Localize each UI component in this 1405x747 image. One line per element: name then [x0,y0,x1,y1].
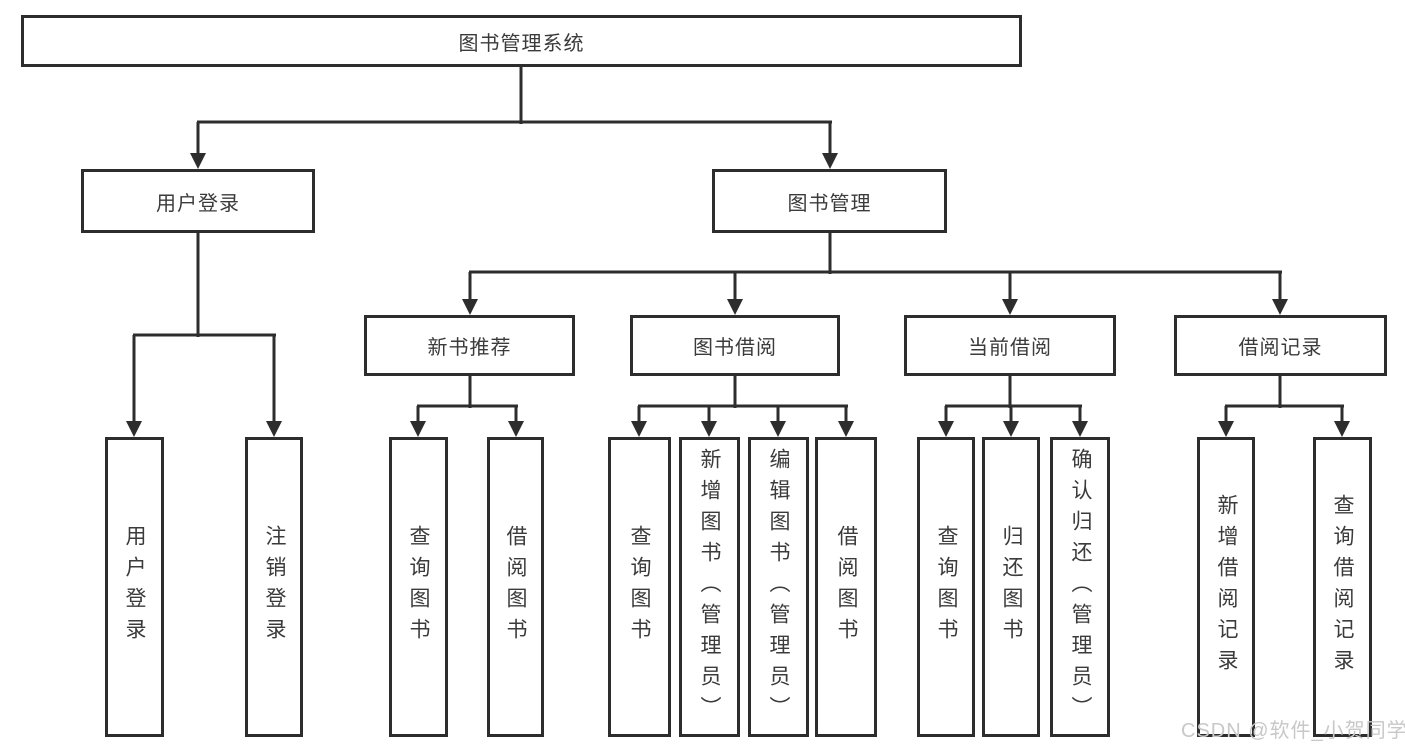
node-new-book-rec: 新书推荐 [364,315,575,376]
arrowhead-down-icon [1072,421,1088,437]
connector-line [196,120,832,124]
connector-line [519,67,523,124]
arrowhead-down-icon [838,421,854,437]
arrowhead-down-icon [462,299,478,315]
node-current-borrow: 当前借阅 [904,315,1116,376]
node-leaf-query-record: 查询借阅记录 [1313,437,1372,737]
node-leaf-add-record: 新增借阅记录 [1197,437,1255,737]
node-leaf-query-books-1: 查询图书 [389,437,448,737]
node-label: 确认归还（管理员） [1069,447,1092,727]
node-leaf-confirm-return: 确认归还（管理员） [1050,437,1110,737]
connector-line [1278,272,1282,303]
connector-line [468,376,472,408]
node-label: 归还图书 [1000,525,1023,649]
arrowhead-down-icon [1002,299,1018,315]
connector-line [468,270,1282,274]
node-leaf-logout: 注销登录 [245,437,303,737]
node-label: 图书管理 [787,192,872,215]
connector-line [944,404,1082,408]
node-leaf-query-books-3: 查询图书 [917,437,975,737]
connector-line [416,404,518,408]
node-leaf-borrow-books-1: 借阅图书 [487,437,544,737]
arrowhead-down-icon [1334,421,1350,437]
node-borrow-records: 借阅记录 [1174,315,1387,376]
connector-line [1009,406,1013,425]
node-label: 用户登录 [123,525,146,649]
node-root: 图书管理系统 [21,15,1022,67]
node-label: 图书借阅 [693,337,777,359]
connector-line [416,406,420,425]
arrowhead-down-icon [126,421,142,437]
arrowhead-down-icon [410,421,426,437]
node-user-login: 用户登录 [81,169,315,233]
arrowhead-down-icon [266,421,282,437]
connector-line [132,333,276,337]
connector-line [1224,406,1228,425]
arrowhead-down-icon [1218,421,1234,437]
connector-line [828,122,832,157]
arrowhead-down-icon [190,153,206,169]
node-label: 当前借阅 [968,337,1052,359]
node-label: 新增借阅记录 [1215,494,1238,680]
connector-line [637,406,641,425]
node-leaf-user-login: 用户登录 [105,437,164,737]
connector-line [1008,376,1012,408]
node-label: 注销登录 [263,525,286,649]
node-label: 借阅图书 [504,525,527,649]
connector-line [132,335,136,425]
node-leaf-add-books: 新增图书（管理员） [679,437,740,737]
node-leaf-borrow-books-2: 借阅图书 [815,437,877,737]
connector-line [776,406,780,425]
watermark: CSDN @软件_小贺同学 [1181,720,1405,742]
arrowhead-down-icon [701,421,717,437]
connector-line [1278,376,1282,408]
connector-line [1340,406,1344,425]
node-label: 编辑图书（管理员） [767,447,790,727]
arrowhead-down-icon [938,421,954,437]
node-label: 借阅记录 [1238,337,1323,359]
arrowhead-down-icon [1272,299,1288,315]
connector-line [944,406,948,425]
node-label: 用户登录 [156,192,240,215]
arrowhead-down-icon [770,421,786,437]
node-label: 借阅图书 [835,525,858,649]
connector-line [707,406,711,425]
connector-line [844,406,848,425]
node-label: 查询图书 [407,525,430,649]
arrowhead-down-icon [631,421,647,437]
arrowhead-down-icon [508,421,524,437]
node-label: 查询图书 [628,525,651,649]
node-leaf-query-books-2: 查询图书 [608,437,671,737]
node-label: 新增图书（管理员） [698,447,721,727]
connector-line [272,335,276,425]
connector-line [637,404,848,408]
connector-line [514,406,518,425]
connector-line [1078,406,1082,425]
connector-line [733,272,737,303]
node-label: 查询图书 [935,525,958,649]
node-leaf-edit-books: 编辑图书（管理员） [748,437,809,737]
node-label: 图书管理系统 [458,32,585,55]
connector-line [828,233,832,274]
connector-line [733,376,737,408]
connector-line [196,122,200,157]
connector-line [1224,404,1344,408]
node-leaf-return-books: 归还图书 [982,437,1040,737]
connector-line [468,272,472,303]
node-label: 查询借阅记录 [1331,494,1354,680]
node-book-borrow: 图书借阅 [630,315,840,376]
arrowhead-down-icon [1003,421,1019,437]
node-book-mgmt: 图书管理 [712,169,947,233]
node-label: 新书推荐 [427,337,512,359]
arrowhead-down-icon [727,299,743,315]
arrowhead-down-icon [822,153,838,169]
connector-line [1008,272,1012,303]
connector-line [196,233,200,337]
